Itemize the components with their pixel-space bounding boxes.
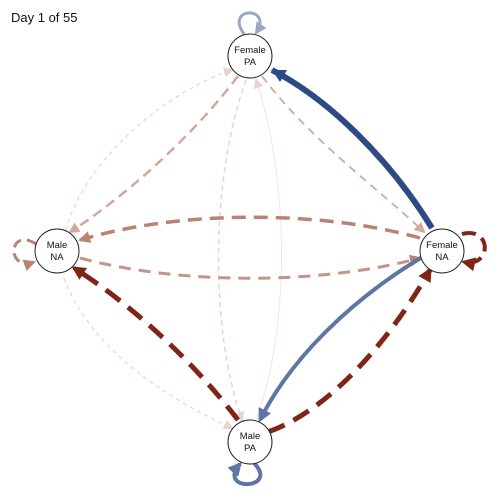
edge-male-pa-to-female-pa xyxy=(253,78,282,421)
node-label-line1: Female xyxy=(426,240,458,251)
edge-female-na-to-male-na xyxy=(78,215,421,243)
edge-male-na-to-female-pa xyxy=(63,67,234,239)
node-male-na[interactable]: Male NA xyxy=(34,228,80,274)
edge-female-na-to-female-pa-arrowhead xyxy=(272,70,287,82)
edge-female-na-to-female-pa xyxy=(270,67,435,230)
node-female-pa[interactable]: Female PA xyxy=(227,33,273,79)
edge-female-pa-self-loop xyxy=(237,11,267,35)
edge-female-pa-to-male-na xyxy=(68,75,239,234)
node-label-line2: NA xyxy=(435,252,449,263)
node-label-line2: PA xyxy=(244,57,257,68)
edge-female-na-self-loop xyxy=(461,231,487,272)
node-label-line1: Female xyxy=(234,45,266,56)
edge-male-na-to-female-na xyxy=(79,254,422,280)
edge-female-pa-to-male-pa xyxy=(217,79,247,422)
node-label-line2: PA xyxy=(244,443,257,454)
day-counter: Day 1 of 55 xyxy=(11,10,78,25)
edge-female-pa-to-female-na xyxy=(261,75,426,234)
edge-male-na-self-loop xyxy=(12,238,37,272)
edge-male-pa-self-loop xyxy=(227,461,263,487)
edge-female-na-to-male-pa xyxy=(258,254,426,423)
node-male-pa[interactable]: Male PA xyxy=(227,419,273,465)
edge-male-pa-to-male-na xyxy=(71,265,240,422)
node-female-na[interactable]: Female NA xyxy=(419,228,465,274)
node-label-line2: NA xyxy=(50,252,64,263)
node-label-line1: Male xyxy=(240,431,261,442)
edge-male-na-to-male-pa xyxy=(63,277,234,430)
node-label-line1: Male xyxy=(47,240,68,251)
edge-male-pa-to-female-na xyxy=(267,267,433,435)
